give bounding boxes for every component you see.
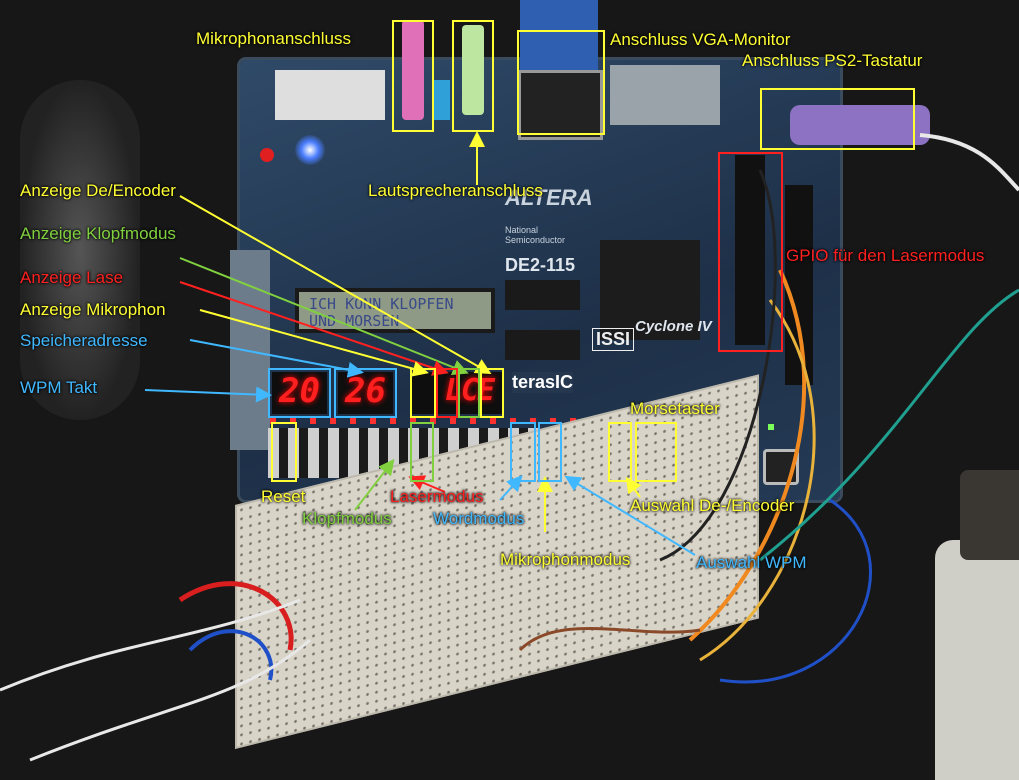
label-ps2: Anschluss PS2-Tastatur: [742, 51, 923, 70]
hex-display-address: 26: [338, 372, 393, 414]
box-anzeige-encoder: [480, 368, 504, 418]
box-auswahl-encoder: [608, 422, 632, 482]
blue-led: [295, 135, 325, 165]
lcd-line-1: ICH KONN KLOPFEN: [309, 295, 454, 313]
gpio-header: [735, 155, 765, 345]
box-reset: [271, 422, 297, 482]
label-mikrophonanschluss: Mikrophonanschluss: [196, 29, 351, 48]
lcd-line-2: UND MORSEN_: [309, 312, 409, 330]
label-morsetaster: Morsetaster: [630, 399, 720, 418]
label-anzeige-laser: Anzeige Lase: [20, 268, 124, 287]
label-auswahl-wpm: Auswahl WPM: [696, 553, 807, 572]
desk-object-top: [960, 470, 1019, 560]
box-vga: [517, 30, 605, 135]
box-speicheradresse: [334, 368, 397, 418]
ports-left: [275, 70, 385, 120]
label-anzeige-klopf: Anzeige Klopfmodus: [20, 224, 176, 243]
label-lasermodus: Lasermodus: [390, 487, 484, 506]
label-anzeige-encoder: Anzeige De/Encoder: [20, 181, 176, 200]
hex-display-modes: LCE: [436, 372, 502, 414]
box-ps2: [760, 88, 915, 150]
brand-terasic: terasIC: [512, 372, 574, 393]
box-lautsprecher: [452, 20, 494, 132]
label-vga: Anschluss VGA-Monitor: [610, 30, 791, 49]
label-gpio: GPIO für den Lasermodus: [786, 246, 985, 265]
brand-issi: ISSI: [592, 328, 635, 351]
label-wpm-takt: WPM Takt: [20, 378, 98, 397]
label-wordmodus: Wordmodus: [433, 509, 525, 528]
brand-altera: ALTERA: [505, 185, 593, 210]
box-wpm-takt: [268, 368, 331, 418]
ps2-plug: [790, 105, 930, 145]
label-mikrophonmodus: Mikrophonmodus: [500, 550, 631, 569]
label-reset: Reset: [261, 487, 306, 506]
hex-display-blank: [412, 372, 434, 414]
push-button-4[interactable]: [763, 449, 799, 485]
box-auswahl-wpm: [538, 422, 562, 482]
label-auswahl-encoder: Auswahl De-/Encoder: [630, 496, 795, 515]
label-lautsprecher: Lautsprecheranschluss: [368, 181, 543, 200]
box-anzeige-lase: [436, 368, 458, 418]
headphones: [20, 80, 140, 420]
hex-display-wpm: 20: [272, 372, 327, 414]
audio-jack-pink: [402, 20, 424, 120]
vga-connector: [520, 0, 598, 70]
red-led-row: [270, 418, 640, 424]
box-morsetaster: [635, 422, 677, 482]
memory-chip: [505, 280, 580, 310]
vga-port-body: [518, 70, 603, 140]
box-klopfmodus: [410, 422, 434, 482]
box-wordmodus: [510, 422, 536, 482]
box-gpio: [718, 152, 783, 352]
fpga-chip: [600, 240, 700, 340]
audio-jack-green: [462, 25, 484, 115]
brand-national: National Semiconductor: [505, 225, 566, 245]
memory-chip-2: [505, 330, 580, 360]
brand-model: DE2-115: [505, 255, 576, 275]
red-led-top: [260, 148, 274, 162]
box-anzeige-mikrophon: [410, 368, 436, 418]
box-anzeige-klopf: [458, 368, 480, 418]
board-plate: [230, 250, 270, 450]
brand-cyclone: Cyclone IV: [635, 318, 712, 335]
lcd-display: ICH KONN KLOPFEN UND MORSEN_: [295, 288, 495, 333]
usb-ports: [610, 65, 720, 125]
audio-jack-blue: [432, 80, 450, 120]
label-anzeige-mikrophon: Anzeige Mikrophon: [20, 300, 166, 319]
desk-object: [935, 540, 1019, 780]
label-klopfmodus: Klopfmodus: [302, 509, 392, 528]
box-mikrophonanschluss: [392, 20, 434, 132]
label-speicheradresse: Speicheradresse: [20, 331, 148, 350]
